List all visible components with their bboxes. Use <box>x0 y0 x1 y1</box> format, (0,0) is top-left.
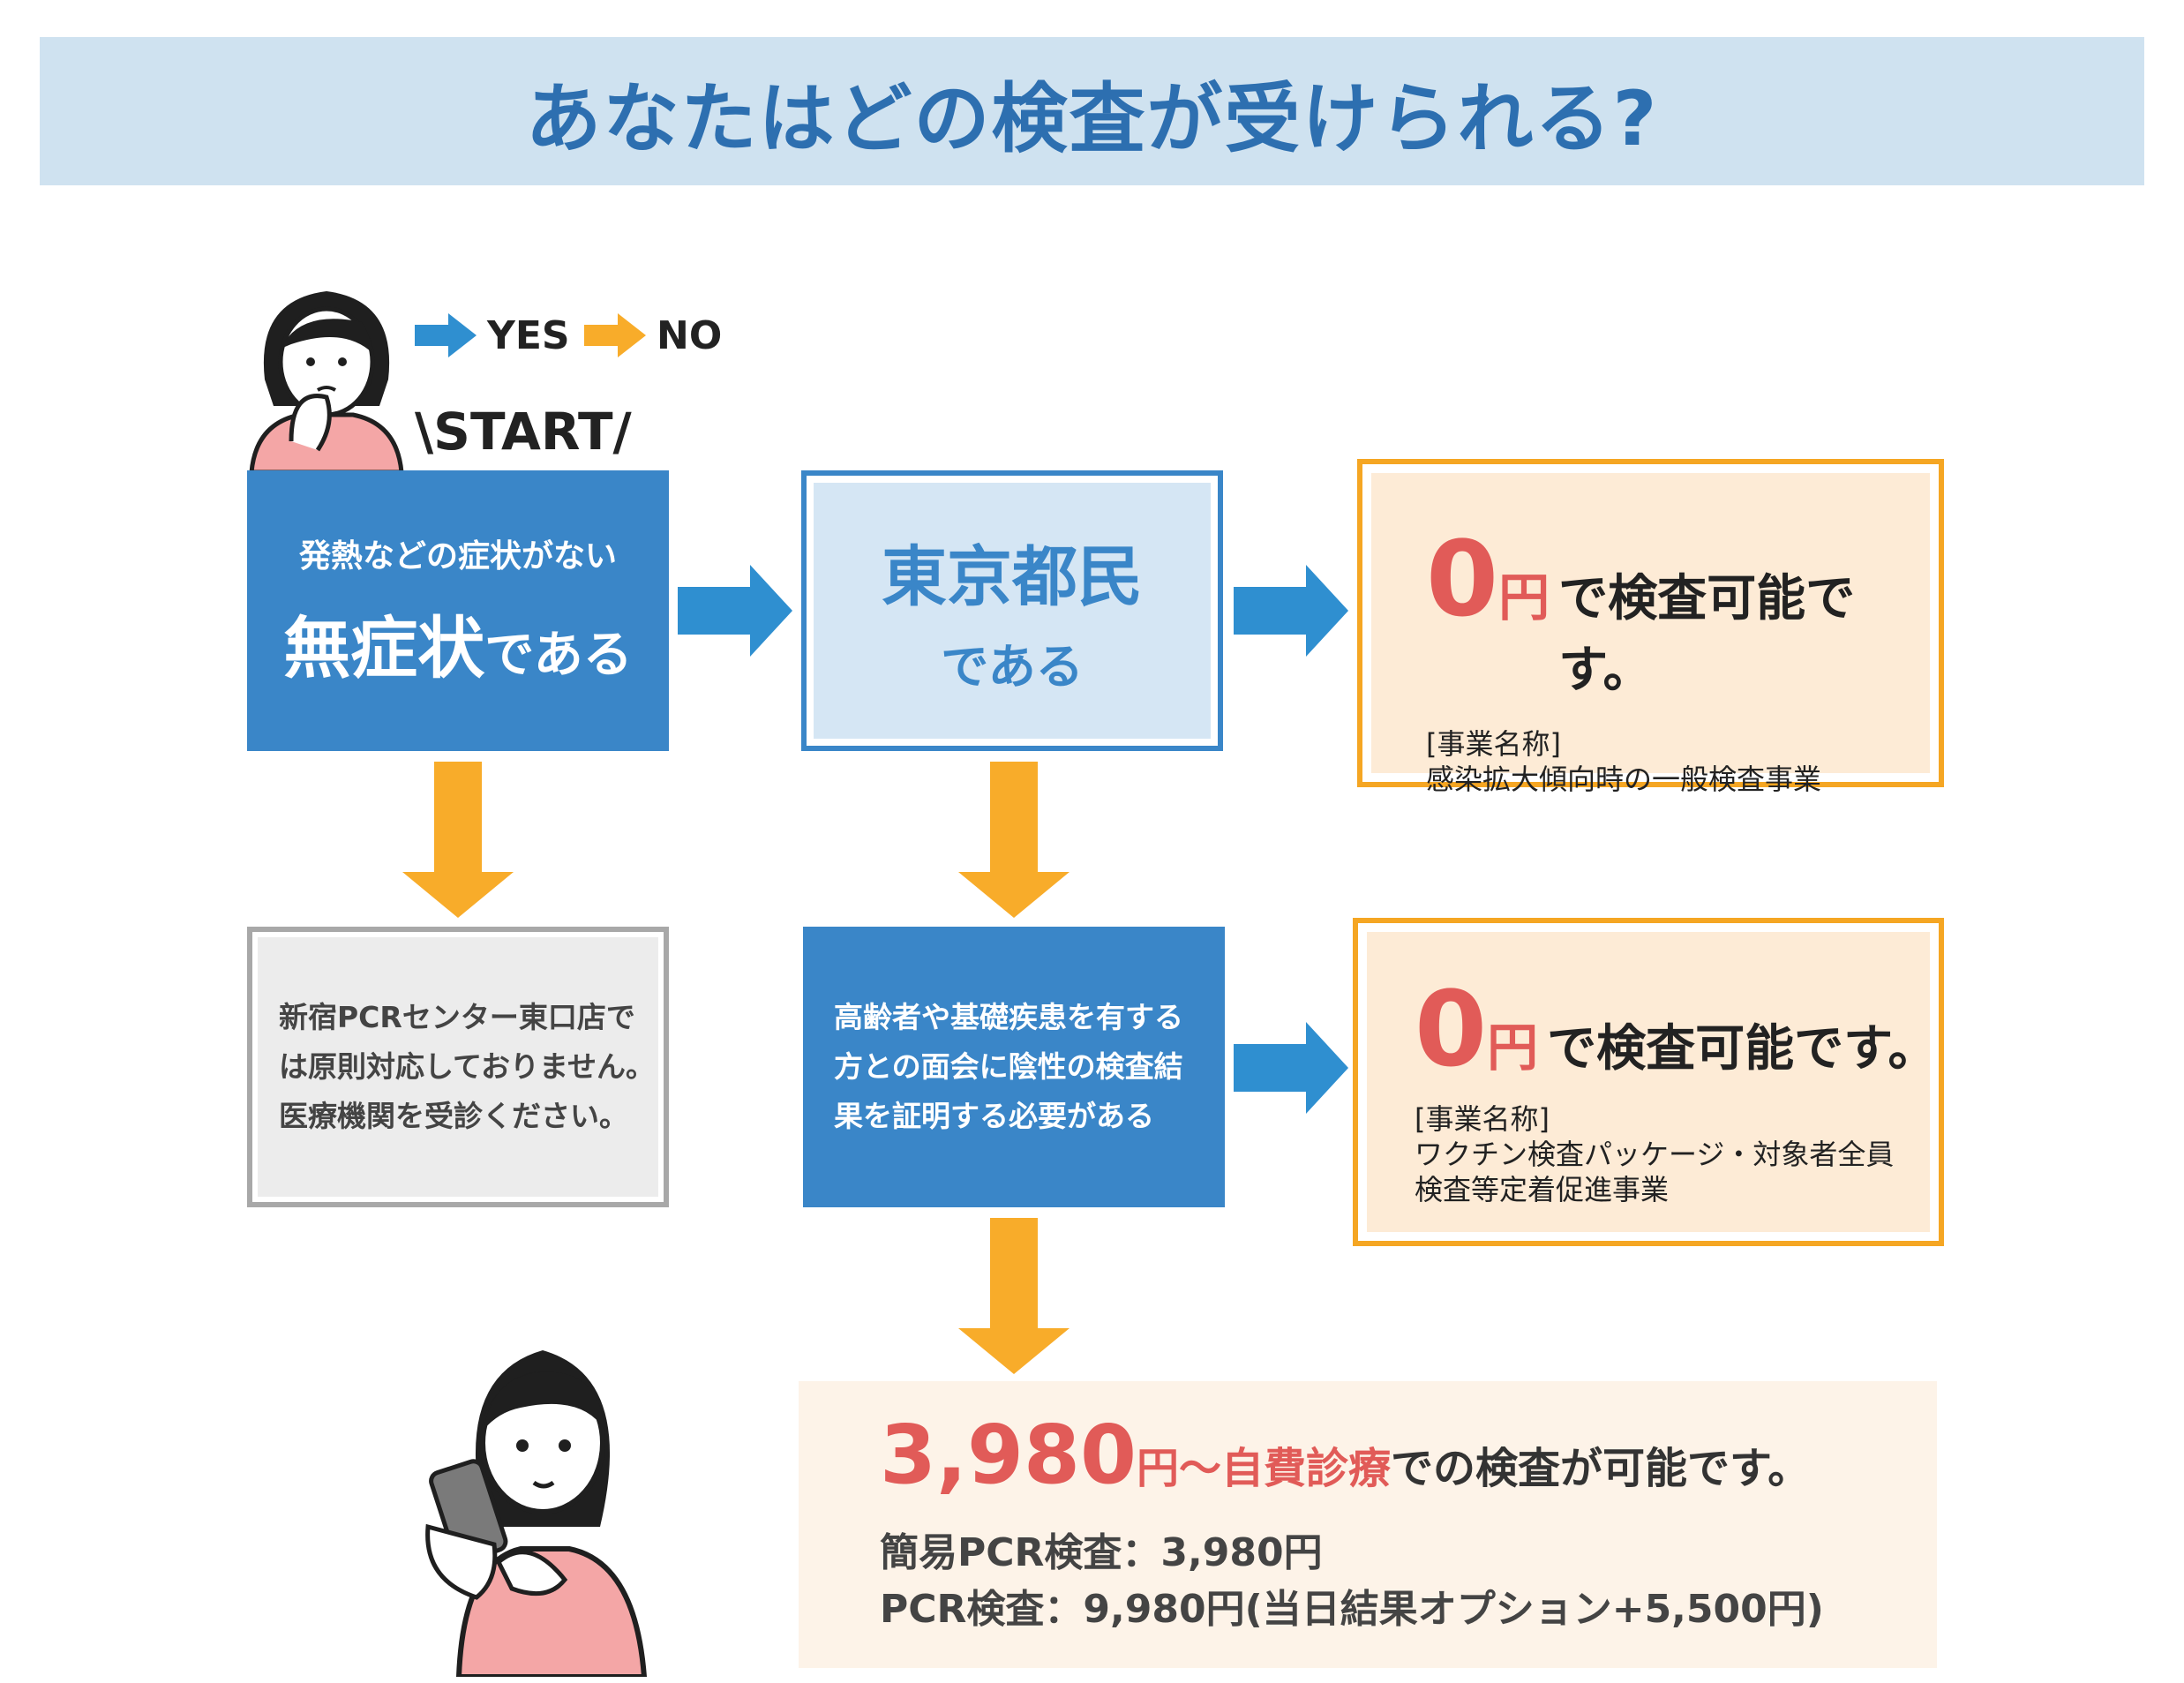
clinic-notice-line3: 医療機関を受診ください。 <box>279 1099 628 1133</box>
price-zero: 0 <box>1426 518 1499 640</box>
proof-line3: 果を証明する必要がある <box>834 1099 1154 1133</box>
project-name-label: [事業名称] <box>1415 1102 1550 1136</box>
legend-no-label: NO <box>657 312 723 358</box>
yen-label: 円 <box>1498 567 1550 627</box>
test-possible-text: で検査可能です。 <box>1558 570 1856 699</box>
project-name: 感染拡大傾向時の一般検査事業 <box>1426 763 1822 796</box>
free-test-result-box-1: 0 円 で検査可能です。 [事業名称] 感染拡大傾向時の一般検査事業 <box>1357 459 1944 796</box>
proof-line1: 高齢者や基礎疾患を有する <box>834 1000 1183 1034</box>
self-pay-yen: 円〜 <box>1137 1444 1222 1493</box>
yes-arrow-tokyo-to-result1 <box>1234 565 1348 657</box>
no-arrow-proof-to-selfpay <box>958 1218 1069 1374</box>
self-pay-tail: での検査が可能です。 <box>1391 1444 1811 1493</box>
clinic-notice-line1: 新宿PCRセンター東口店で <box>279 1000 635 1034</box>
no-arrow-asymptomatic-to-clinic <box>402 762 514 918</box>
project-name-line2: 検査等定着促進事業 <box>1415 1173 1670 1206</box>
asymptomatic-heading: 無症状 <box>283 609 485 687</box>
page-title: あなたはどの検査が受けられる? <box>525 74 1659 163</box>
asymptomatic-subtext: 発熱などの症状がない <box>298 538 617 575</box>
asymptomatic-tail: である <box>484 627 633 684</box>
tokyo-resident-box: 東京都民 である <box>801 470 1223 751</box>
project-name-label: [事業名称] <box>1426 727 1561 761</box>
yes-arrow-proof-to-result2 <box>1234 1022 1348 1114</box>
simple-pcr-price: 簡易PCR検査：3,980円 <box>880 1530 1323 1575</box>
self-pay-label: 自費診療 <box>1221 1444 1392 1493</box>
title-banner: あなたはどの検査が受けられる? <box>40 37 2144 185</box>
legend-no: NO <box>584 309 722 362</box>
legend-yes: YES <box>415 309 570 362</box>
clinic-notice-box: 新宿PCRセンター東口店で は原則対応しておりません。 医療機関を受診ください。 <box>247 927 669 1207</box>
test-possible-text: で検査可能です。 <box>1547 1020 1938 1078</box>
start-label: \START/ <box>415 402 632 462</box>
self-pay-price: 3,980 <box>880 1408 1137 1502</box>
project-name-line1: ワクチン検査パッケージ・対象者全員 <box>1415 1138 1895 1171</box>
no-arrow-tokyo-to-proof <box>958 762 1069 918</box>
woman-with-phone-illustration <box>425 1350 648 1677</box>
clinic-notice-line2: は原則対応しておりません。 <box>279 1049 656 1084</box>
tokyo-heading: 東京都民 <box>882 539 1143 615</box>
tokyo-tail: である <box>941 639 1084 695</box>
price-zero: 0 <box>1415 968 1488 1090</box>
free-test-result-box-2: 0 円 で検査可能です。 [事業名称] ワクチン検査パッケージ・対象者全員 検査… <box>1353 918 1944 1246</box>
proof-line2: 方との面会に陰性の検査結 <box>834 1049 1183 1084</box>
yes-arrow-icon <box>415 313 477 357</box>
asymptomatic-box: 発熱などの症状がない 無症状 である <box>247 470 669 751</box>
yen-label: 円 <box>1487 1018 1539 1078</box>
worried-woman-illustration <box>249 291 404 472</box>
negative-proof-box: 高齢者や基礎疾患を有する 方との面会に陰性の検査結 果を証明する必要がある <box>803 927 1225 1207</box>
legend-yes-label: YES <box>487 312 570 358</box>
self-pay-result-box: 3,980 円〜 自費診療 での検査が可能です。 簡易PCR検査：3,980円 … <box>799 1381 1937 1668</box>
no-arrow-icon <box>584 313 646 357</box>
pcr-price: PCR検査：9,980円(当日結果オプション+5,500円) <box>880 1587 1824 1632</box>
yes-arrow-asymptomatic-to-tokyo <box>678 565 792 657</box>
